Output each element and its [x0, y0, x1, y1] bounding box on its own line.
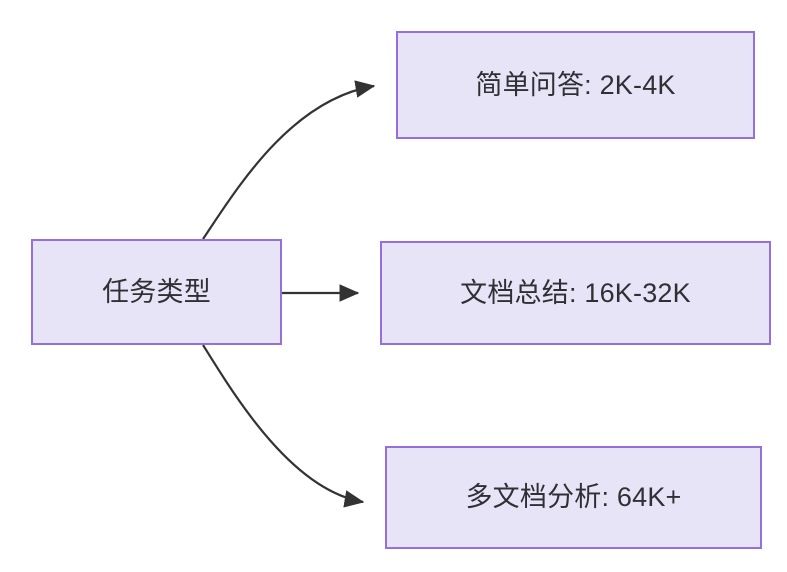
node-doc-summary[interactable]: 文档总结: 16K-32K — [380, 241, 771, 345]
node-task-type[interactable]: 任务类型 — [31, 239, 282, 345]
node-multi-doc[interactable]: 多文档分析: 64K+ — [385, 446, 762, 549]
node-task-type-label: 任务类型 — [102, 276, 211, 307]
edge-root-to-multi-doc — [202, 344, 365, 508]
node-simple-qa[interactable]: 简单问答: 2K-4K — [396, 31, 755, 139]
node-multi-doc-label: 多文档分析: 64K+ — [465, 482, 682, 513]
node-doc-summary-label: 文档总结: 16K-32K — [460, 277, 691, 308]
edge-root-to-simple-qa — [202, 80, 376, 240]
node-simple-qa-label: 简单问答: 2K-4K — [475, 69, 676, 100]
